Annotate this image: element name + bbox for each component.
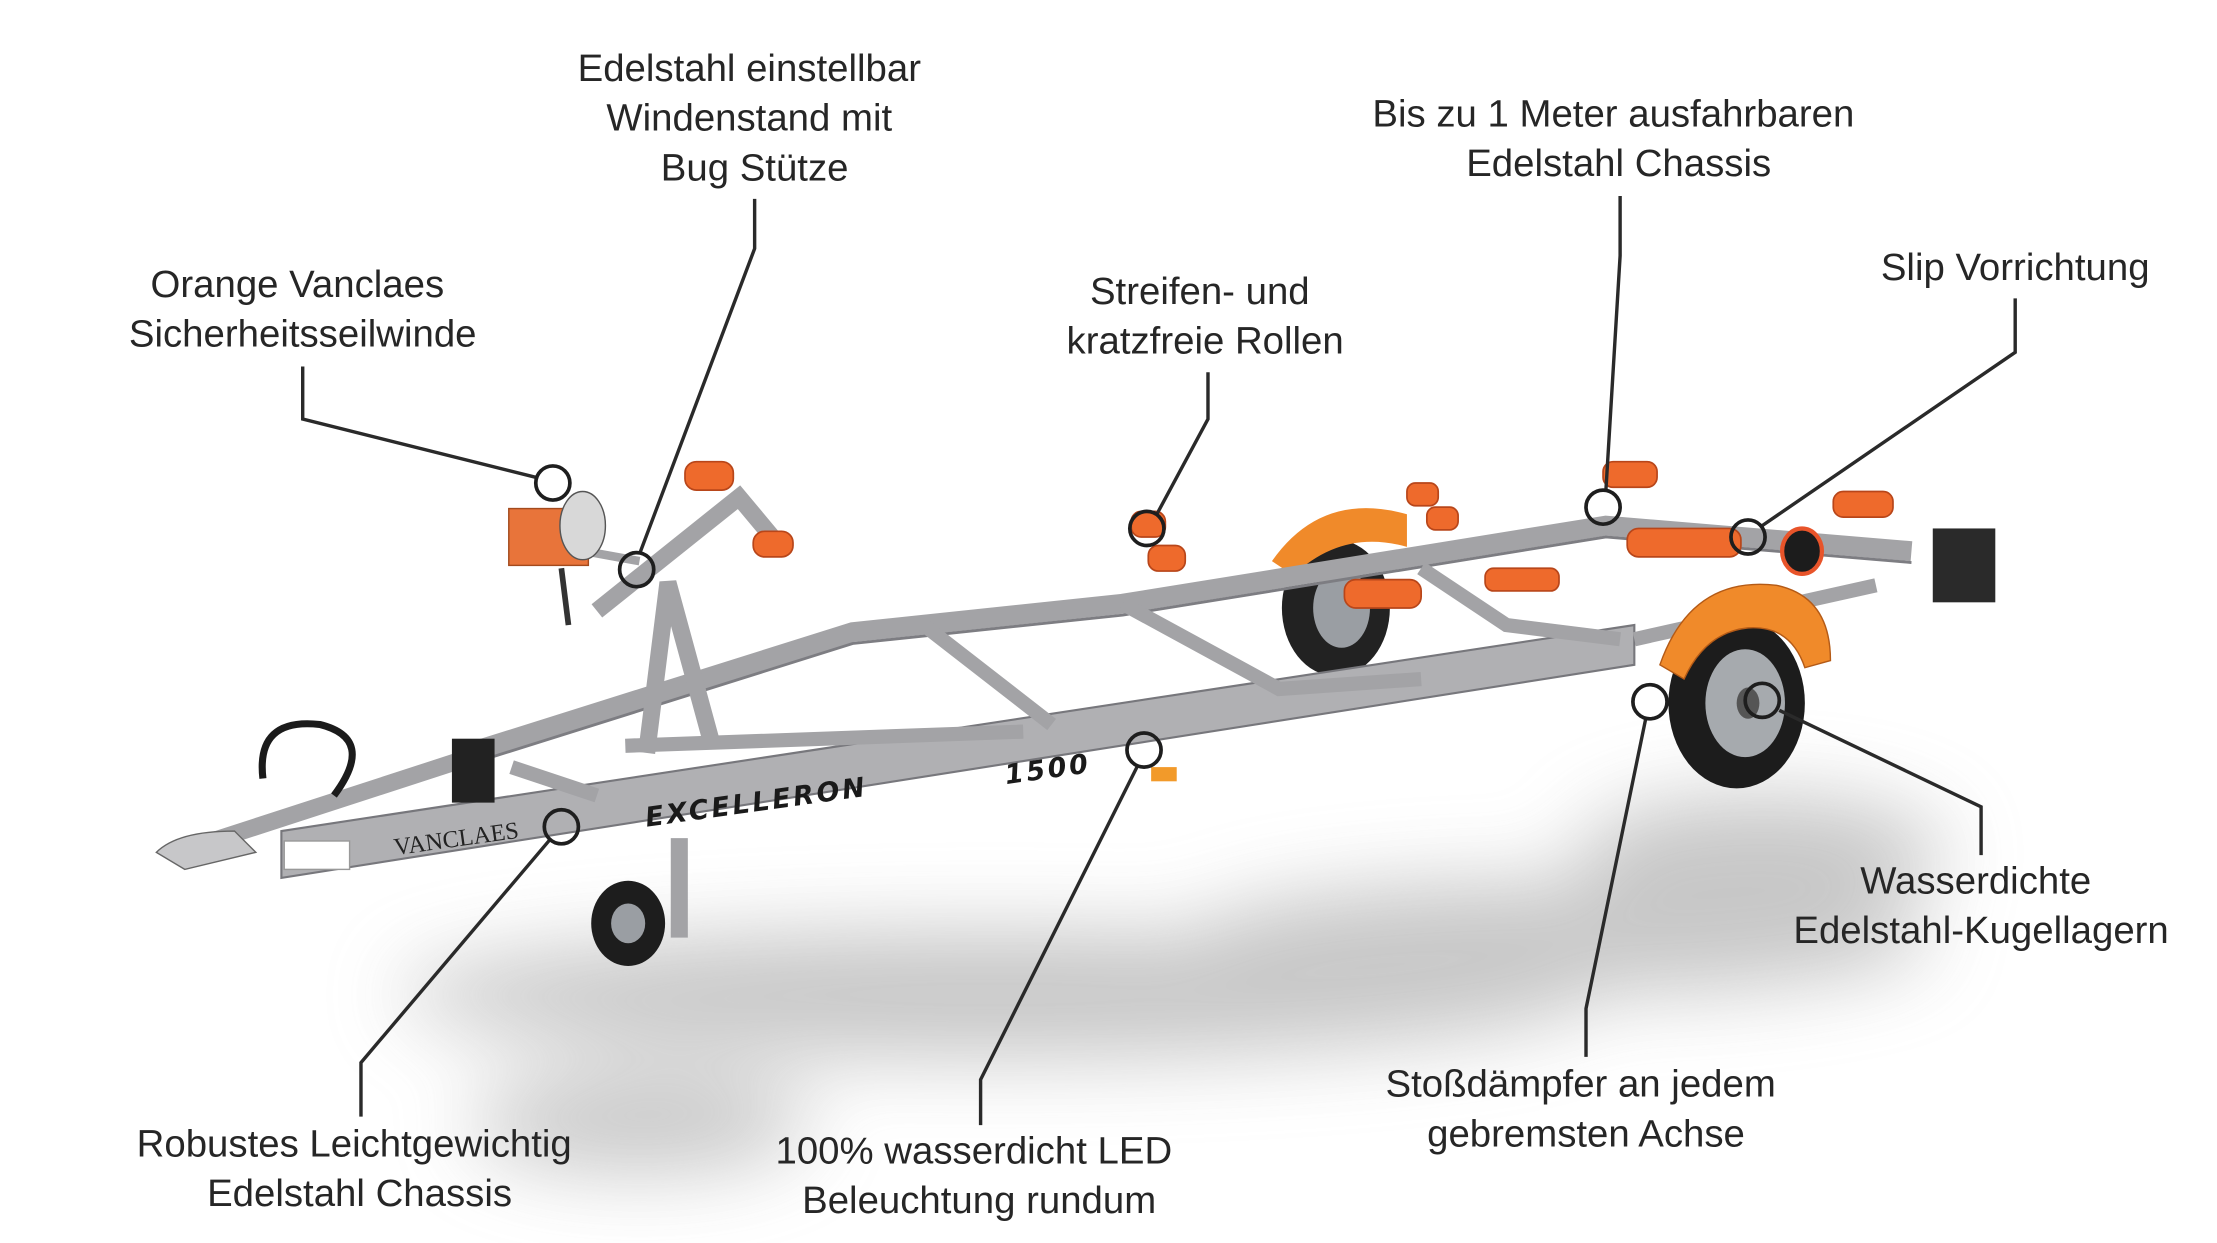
callout-bearings: Wasserdichte Edelstahl-Kugellagern (1743, 681, 2169, 953)
marker-circle (1125, 731, 1163, 769)
hitch (155, 830, 258, 871)
callout-led: 100% wasserdicht LED Beleuchtung rundum (776, 731, 1183, 1222)
callout-shock-absorbers: Stoßdämpfer an jedem gebremsten Achse (1386, 682, 1787, 1156)
callout-label: 100% wasserdicht LED Beleuchtung rundum (776, 1129, 1183, 1222)
brake-cable (258, 720, 356, 798)
leader-line (1604, 196, 1622, 491)
leader-line (1778, 708, 1983, 856)
jockey-wheel (591, 838, 688, 966)
marker-circle (1743, 681, 1782, 720)
ground-shadow (397, 795, 1947, 1172)
callout-label: Bis zu 1 Meter ausfahrbaren Edelstahl Ch… (1372, 92, 1865, 185)
callout-label: Orange Vanclaes Sicherheitsseilwinde (129, 263, 477, 356)
leader-line (637, 198, 757, 555)
marker-circle (1127, 509, 1166, 548)
leader-line (1155, 372, 1210, 516)
callout-winch: Orange Vanclaes Sicherheitsseilwinde (129, 263, 572, 502)
marker-circle (1631, 682, 1669, 721)
marker-circle (542, 807, 581, 846)
callout-rollers: Streifen- und kratzfreie Rollen (1067, 270, 1344, 548)
leader-line (978, 766, 1139, 1126)
marker-circle (1584, 488, 1622, 527)
callout-chassis: Robustes Leichtgewichtig Edelstahl Chass… (137, 807, 583, 1215)
marker-circle (1729, 518, 1767, 556)
near-wheel (1659, 583, 1832, 789)
callout-label: Stoßdämpfer an jedem gebremsten Achse (1386, 1063, 1787, 1156)
light-board (1932, 528, 1996, 603)
leader-line (359, 838, 552, 1117)
callout-label: Edelstahl einstellbar Windenstand mit Bu… (578, 47, 932, 189)
leader-line (301, 366, 537, 479)
callout-slip: Slip Vorrichtung (1729, 246, 2150, 556)
callout-label: Robustes Leichtgewichtig Edelstahl Chass… (137, 1122, 583, 1215)
winch (508, 490, 607, 626)
marker-circle (617, 550, 656, 589)
marker-circle (533, 464, 572, 502)
callout-label: Slip Vorrichtung (1881, 246, 2150, 289)
trailer-illustration: VANCLAES EXCELLERON 1500 (155, 460, 1996, 966)
callout-label: Streifen- und kratzfreie Rollen (1067, 270, 1344, 363)
callout-label: Wasserdichte Edelstahl-Kugellagern (1793, 860, 2168, 953)
fender (1659, 583, 1832, 681)
leader-line (1761, 298, 2017, 528)
rollers (684, 460, 1894, 609)
callout-extendable-chassis: Bis zu 1 Meter ausfahrbaren Edelstahl Ch… (1372, 92, 1865, 527)
callout-winch-stand: Edelstahl einstellbar Windenstand mit Bu… (578, 47, 932, 589)
leader-line (1584, 718, 1648, 1057)
